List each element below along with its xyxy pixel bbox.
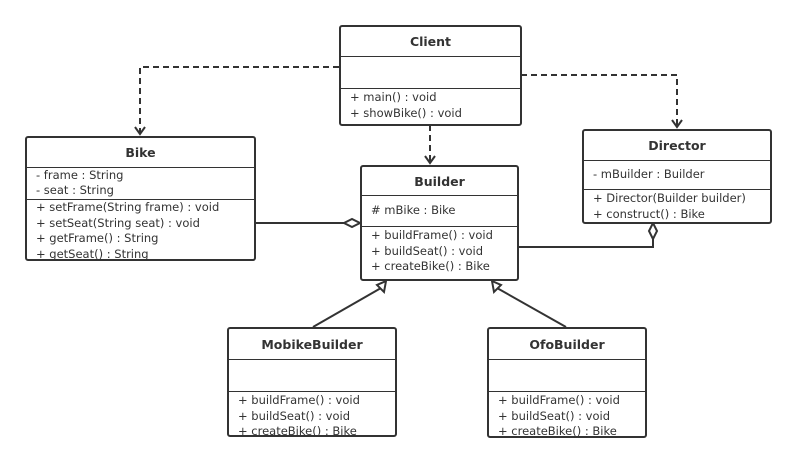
dependency-arrow-bike bbox=[134, 126, 146, 136]
attribute: - seat : String bbox=[36, 183, 114, 197]
method: + construct() : Bike bbox=[593, 206, 705, 221]
attributes bbox=[341, 57, 520, 89]
attributes bbox=[489, 360, 645, 392]
methods: + setFrame(String frame) : void + setSea… bbox=[27, 200, 254, 259]
generalization-mobike-line bbox=[312, 287, 382, 328]
method: + showBike() : void bbox=[350, 105, 462, 120]
dependency-client-director bbox=[521, 74, 678, 127]
method: + getSeat() : String bbox=[36, 246, 149, 260]
method: + Director(Builder builder) bbox=[593, 191, 746, 205]
class-name: MobikeBuilder bbox=[229, 329, 395, 360]
class-ofo-builder[interactable]: OfoBuilder + buildFrame() : void + build… bbox=[487, 327, 647, 438]
aggregation-builder-director bbox=[518, 239, 654, 248]
class-name: Client bbox=[341, 27, 520, 57]
method: + buildFrame() : void bbox=[238, 393, 360, 407]
class-name: OfoBuilder bbox=[489, 329, 645, 360]
class-client[interactable]: Client + main() : void + showBike() : vo… bbox=[339, 25, 522, 126]
method: + createBike() : Bike bbox=[238, 424, 357, 435]
attributes bbox=[229, 360, 395, 392]
methods: + Director(Builder builder) + construct(… bbox=[584, 190, 770, 222]
method: + setFrame(String frame) : void bbox=[36, 200, 220, 214]
attribute: # mBike : Bike bbox=[371, 203, 456, 217]
attributes: - mBuilder : Builder bbox=[584, 161, 770, 190]
method: + buildFrame() : void bbox=[371, 228, 493, 242]
methods: + main() : void + showBike() : void bbox=[341, 89, 520, 124]
methods: + buildFrame() : void + buildSeat() : vo… bbox=[229, 392, 395, 435]
methods: + buildFrame() : void + buildSeat() : vo… bbox=[489, 392, 645, 436]
method: + createBike() : Bike bbox=[371, 259, 490, 273]
attributes: - frame : String - seat : String bbox=[27, 168, 254, 200]
generalization-mobike-triangle bbox=[375, 279, 388, 295]
aggregation-diamond-builder bbox=[341, 217, 363, 229]
method: + buildSeat() : void bbox=[238, 408, 350, 423]
class-builder[interactable]: Builder # mBike : Bike + buildFrame() : … bbox=[360, 165, 519, 281]
dependency-arrow-director bbox=[671, 119, 683, 129]
methods: + buildFrame() : void + buildSeat() : vo… bbox=[362, 227, 517, 279]
dependency-client-bike bbox=[139, 66, 339, 134]
class-name: Bike bbox=[27, 138, 254, 168]
class-name: Builder bbox=[362, 167, 517, 196]
attributes: # mBike : Bike bbox=[362, 196, 517, 227]
generalization-ofo-triangle bbox=[490, 279, 503, 295]
method: + createBike() : Bike bbox=[498, 424, 617, 436]
class-mobike-builder[interactable]: MobikeBuilder + buildFrame() : void + bu… bbox=[227, 327, 397, 437]
method: + buildSeat() : void bbox=[371, 243, 483, 258]
method: + buildFrame() : void bbox=[498, 393, 620, 407]
class-director[interactable]: Director - mBuilder : Builder + Director… bbox=[582, 129, 772, 224]
class-name: Director bbox=[584, 131, 770, 161]
dependency-arrow-builder bbox=[424, 155, 436, 165]
method: + buildSeat() : void bbox=[498, 408, 610, 423]
method: + setSeat(String seat) : void bbox=[36, 215, 200, 230]
generalization-ofo-line bbox=[496, 287, 567, 328]
class-bike[interactable]: Bike - frame : String - seat : String + … bbox=[25, 136, 256, 261]
aggregation-diamond-director bbox=[647, 220, 659, 242]
attribute: - mBuilder : Builder bbox=[593, 167, 705, 181]
attribute: - frame : String bbox=[36, 168, 124, 182]
method: + main() : void bbox=[350, 90, 437, 104]
method: + getFrame() : String bbox=[36, 231, 159, 245]
